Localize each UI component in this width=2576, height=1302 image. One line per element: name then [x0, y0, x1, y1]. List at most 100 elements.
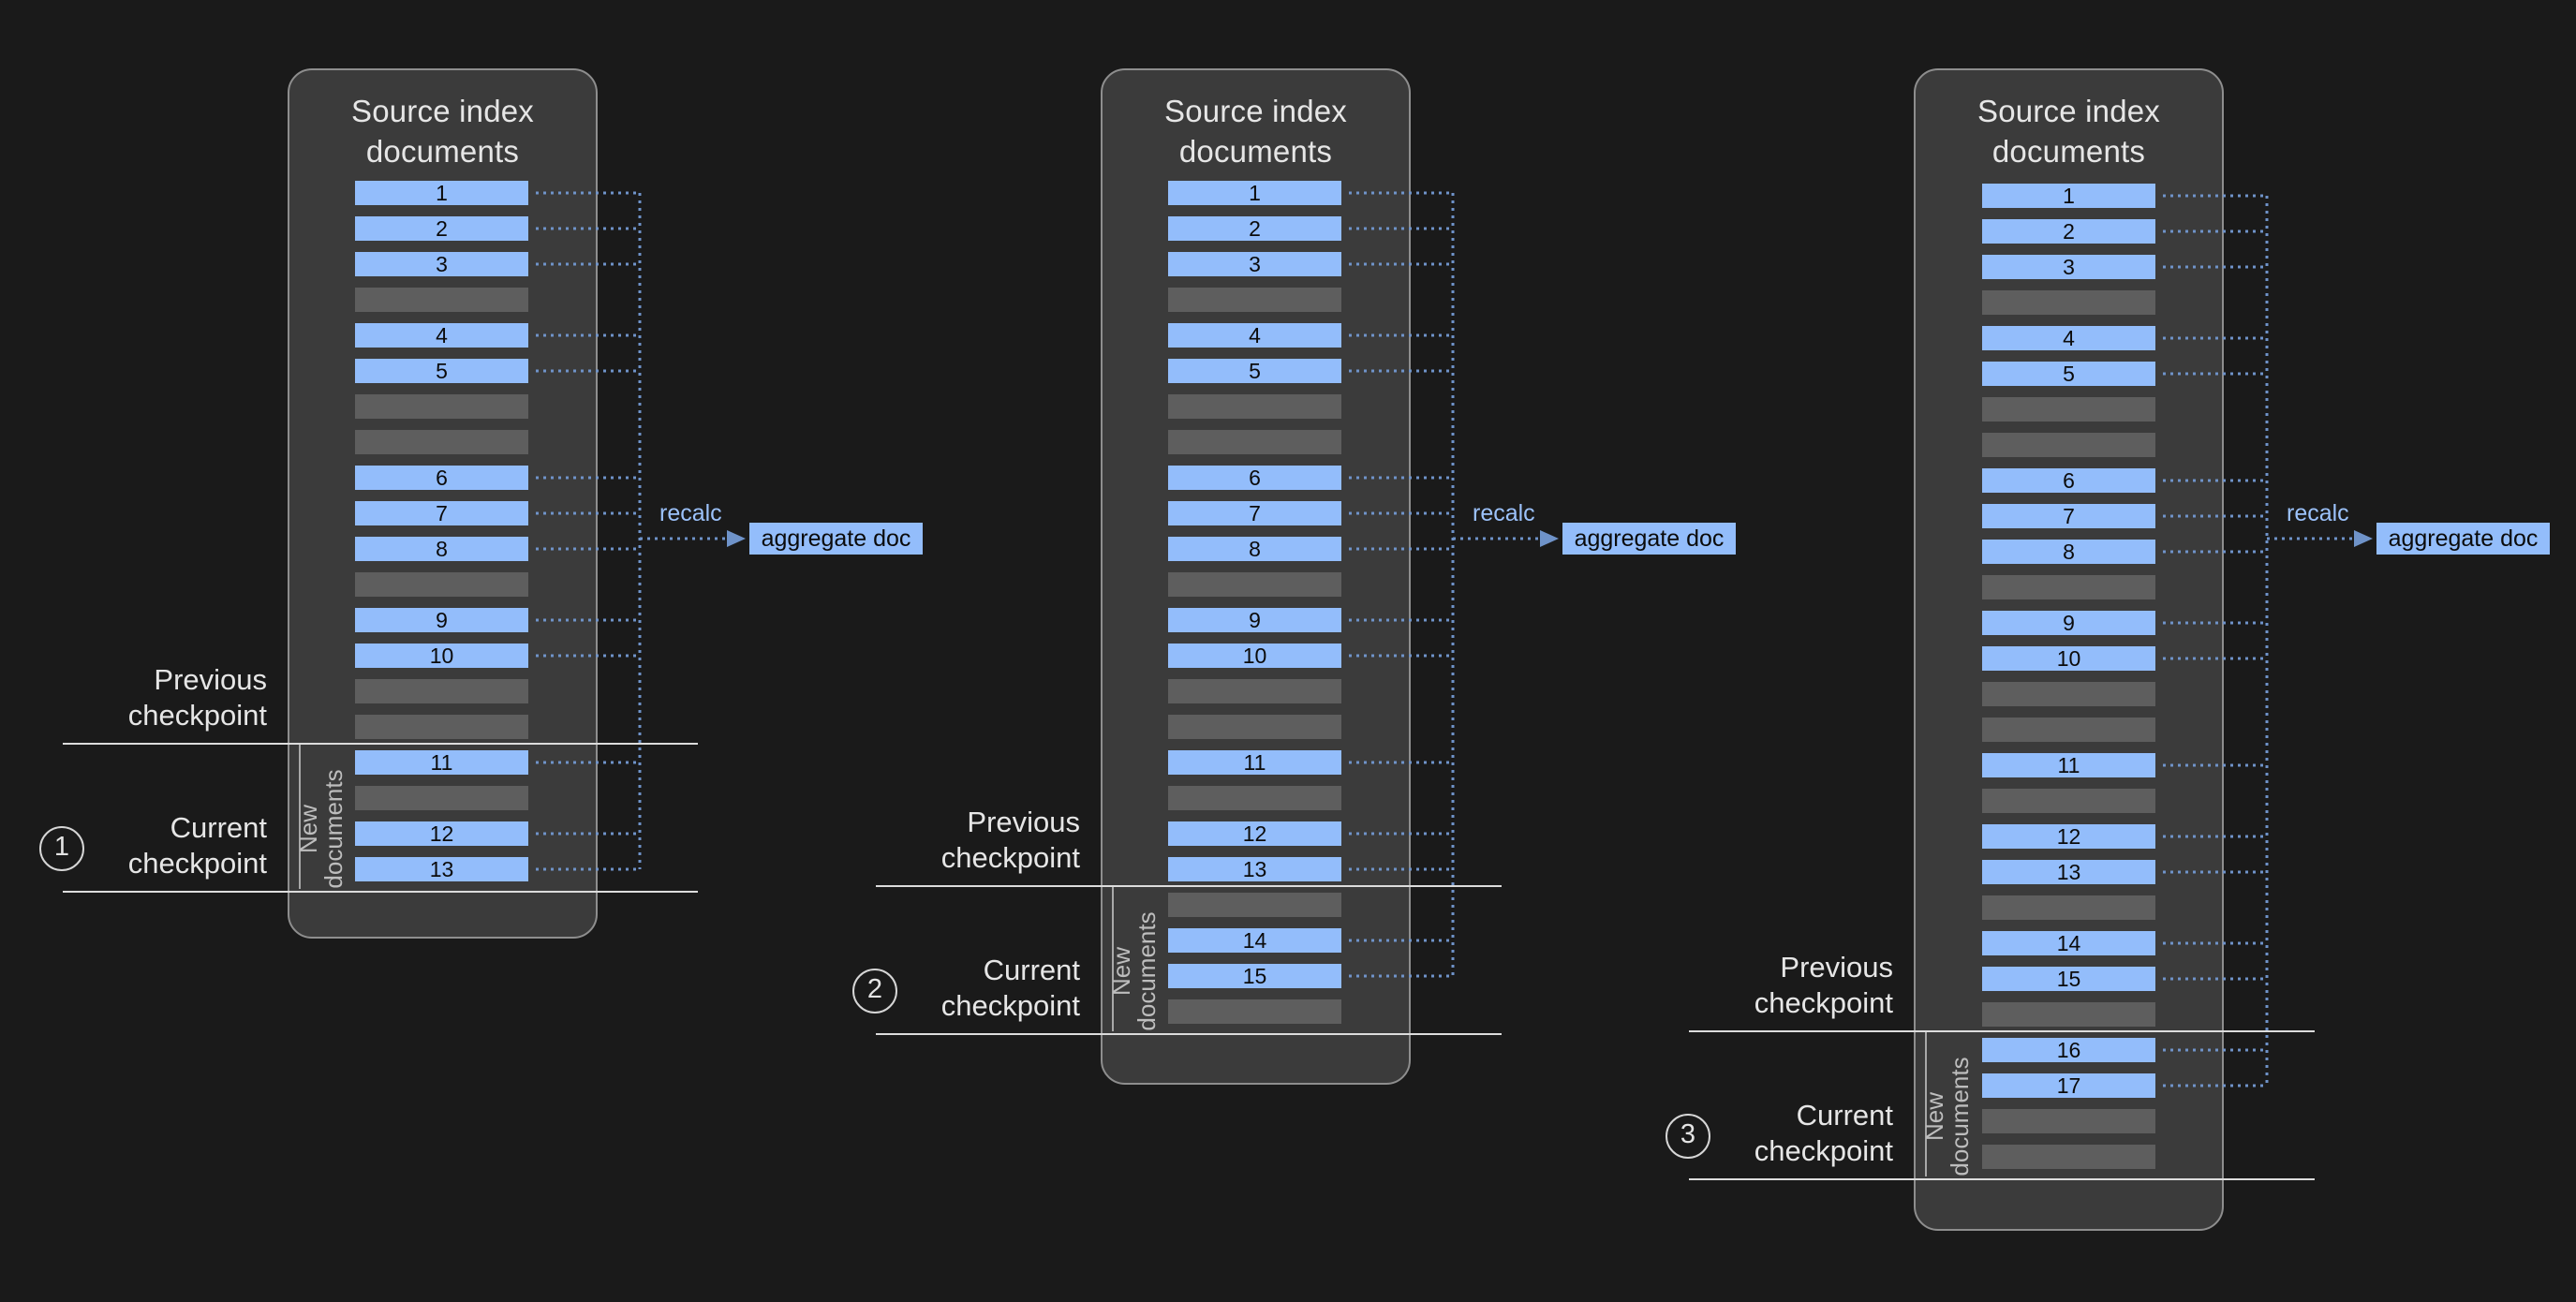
document-row-filled: 7	[1982, 504, 2155, 528]
document-row-filled: 13	[1168, 857, 1341, 881]
document-row-filled: 5	[1982, 362, 2155, 386]
aggregate-doc-box[interactable]: aggregate doc	[1562, 523, 1736, 555]
document-row-filled: 1	[1982, 184, 2155, 208]
document-row-filled: 8	[1982, 540, 2155, 564]
document-row-filled: 9	[1982, 611, 2155, 635]
document-row-filled: 14	[1168, 928, 1341, 953]
previous-checkpoint-label: Previous checkpoint	[127, 663, 267, 732]
document-row-empty	[355, 430, 528, 454]
document-row-filled: 7	[355, 501, 528, 525]
new-documents-label: New documents	[1920, 1057, 1974, 1176]
document-row-filled: 8	[1168, 537, 1341, 561]
document-row-filled: 13	[1982, 860, 2155, 884]
new-documents-bracket	[1112, 887, 1168, 1031]
aggregate-doc-box[interactable]: aggregate doc	[2376, 523, 2550, 555]
document-row-empty	[1982, 682, 2155, 706]
document-row-filled: 10	[1982, 646, 2155, 671]
current-checkpoint-line	[876, 1033, 1502, 1035]
step-number-badge: 2	[852, 969, 897, 1013]
document-row-filled: 9	[355, 608, 528, 632]
document-row-empty	[1982, 718, 2155, 742]
document-row-empty	[355, 288, 528, 312]
panel-title: Source index documents	[350, 94, 535, 169]
document-row-filled: 4	[1168, 323, 1341, 348]
document-row-empty	[1168, 430, 1341, 454]
new-documents-bracket	[299, 745, 355, 889]
document-row-filled: 1	[355, 181, 528, 205]
document-row-filled: 9	[1168, 608, 1341, 632]
document-row-empty	[1168, 893, 1341, 917]
previous-checkpoint-line	[876, 885, 1502, 887]
recalc-label: recalc	[659, 500, 722, 526]
new-documents-label: New documents	[1107, 911, 1161, 1031]
document-row-filled: 6	[1982, 468, 2155, 493]
document-row-filled: 2	[1168, 216, 1341, 241]
document-row-filled: 6	[1168, 466, 1341, 490]
document-row-empty	[355, 715, 528, 739]
document-row-empty	[1982, 895, 2155, 920]
previous-checkpoint-label: Previous checkpoint	[940, 806, 1080, 874]
new-documents-label: New documents	[294, 769, 348, 889]
document-row-filled: 2	[1982, 219, 2155, 244]
document-row-empty	[1168, 572, 1341, 597]
document-row-filled: 3	[1982, 255, 2155, 279]
recalc-label: recalc	[1473, 500, 1535, 526]
document-row-filled: 10	[1168, 644, 1341, 668]
document-row-empty	[355, 786, 528, 810]
document-row-filled: 4	[1982, 326, 2155, 350]
document-row-filled: 5	[355, 359, 528, 383]
step-number-badge: 1	[39, 826, 84, 871]
step-number-badge: 3	[1666, 1114, 1710, 1159]
document-row-empty	[1168, 394, 1341, 419]
aggregate-doc-box[interactable]: aggregate doc	[749, 523, 923, 555]
document-row-filled: 11	[355, 750, 528, 775]
document-row-filled: 13	[355, 857, 528, 881]
document-row-filled: 14	[1982, 931, 2155, 955]
current-checkpoint-line	[63, 891, 698, 893]
document-row-filled: 8	[355, 537, 528, 561]
document-row-filled: 12	[1168, 821, 1341, 846]
document-row-empty	[1168, 288, 1341, 312]
document-row-empty	[1982, 1145, 2155, 1169]
document-row-empty	[1168, 679, 1341, 703]
document-row-empty	[1982, 789, 2155, 813]
panel-title: Source index documents	[1976, 94, 2161, 169]
document-row-empty	[355, 572, 528, 597]
current-checkpoint-label: Current checkpoint	[127, 811, 267, 880]
previous-checkpoint-line	[1689, 1030, 2315, 1032]
document-row-filled: 7	[1168, 501, 1341, 525]
document-row-filled: 15	[1168, 964, 1341, 988]
document-row-empty	[1168, 786, 1341, 810]
document-row-empty	[1982, 290, 2155, 315]
document-row-filled: 2	[355, 216, 528, 241]
current-checkpoint-label: Current checkpoint	[940, 954, 1080, 1022]
panel-title: Source index documents	[1163, 94, 1348, 169]
document-row-filled: 15	[1982, 967, 2155, 991]
document-row-empty	[1982, 1002, 2155, 1027]
document-row-filled: 17	[1982, 1073, 2155, 1098]
current-checkpoint-label: Current checkpoint	[1754, 1099, 1893, 1167]
document-row-filled: 12	[1982, 824, 2155, 849]
document-row-empty	[355, 679, 528, 703]
document-row-filled: 5	[1168, 359, 1341, 383]
document-row-filled: 10	[355, 644, 528, 668]
document-row-empty	[1168, 715, 1341, 739]
previous-checkpoint-label: Previous checkpoint	[1754, 951, 1893, 1019]
recalc-label: recalc	[2287, 500, 2349, 526]
document-row-filled: 11	[1982, 753, 2155, 777]
document-row-filled: 6	[355, 466, 528, 490]
document-row-filled: 16	[1982, 1038, 2155, 1062]
document-row-filled: 1	[1168, 181, 1341, 205]
document-row-empty	[355, 394, 528, 419]
document-row-filled: 11	[1168, 750, 1341, 775]
document-row-empty	[1982, 575, 2155, 599]
document-row-empty	[1982, 433, 2155, 457]
document-row-filled: 12	[355, 821, 528, 846]
current-checkpoint-line	[1689, 1178, 2315, 1180]
document-row-filled: 4	[355, 323, 528, 348]
document-row-empty	[1982, 1109, 2155, 1133]
document-row-filled: 3	[1168, 252, 1341, 276]
new-documents-bracket	[1925, 1032, 1982, 1176]
previous-checkpoint-line	[63, 743, 698, 745]
